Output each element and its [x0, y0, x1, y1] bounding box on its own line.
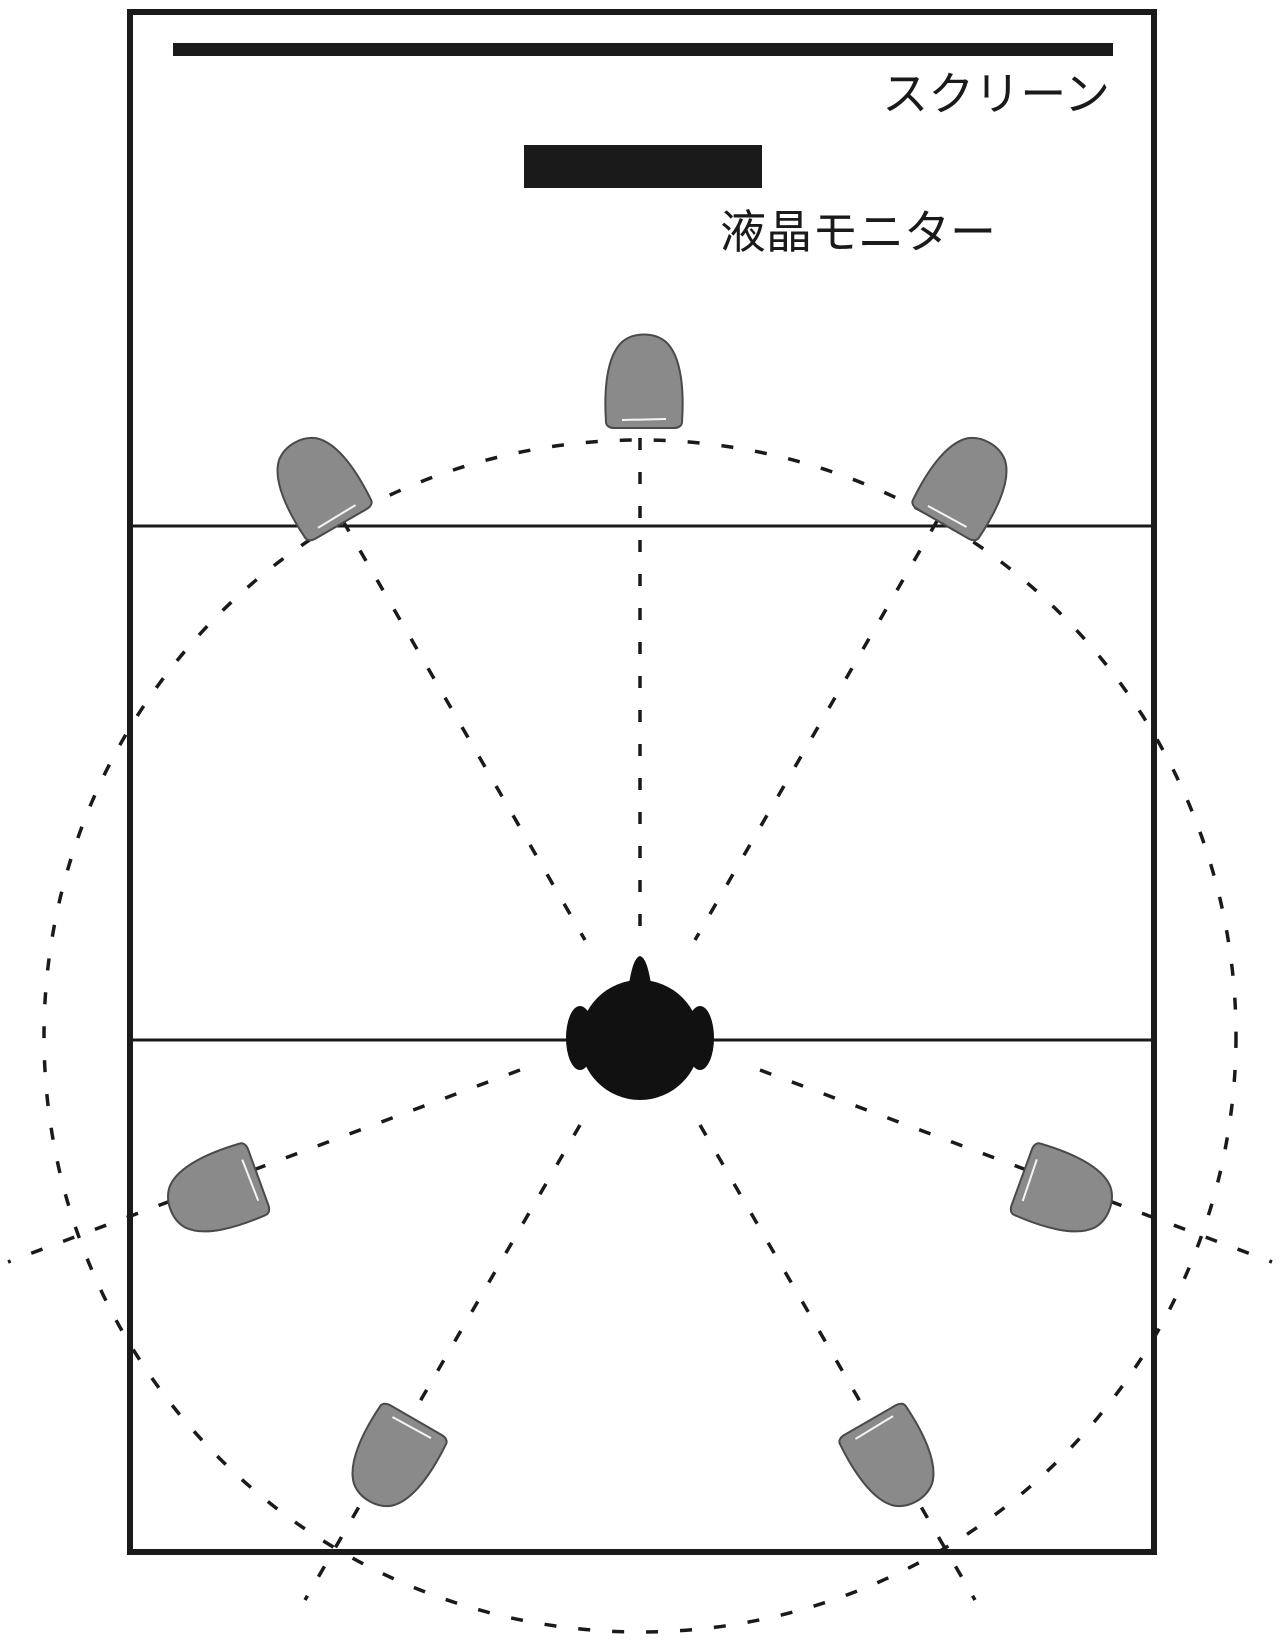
screen-label: スクリーン [882, 67, 1110, 121]
speaker-side-left [167, 1142, 271, 1233]
speaker-body [838, 1402, 935, 1508]
speaker-center-front [604, 333, 684, 429]
speaker-highlight [391, 1416, 432, 1439]
speaker-guide-lines [7, 438, 1273, 1601]
speaker-highlight [621, 418, 667, 421]
guide-line-rear-left [303, 1124, 582, 1601]
speaker-body [604, 333, 684, 429]
speaker-front-left [276, 436, 373, 542]
speaker-body [1009, 1142, 1113, 1233]
speaker-rear-right [838, 1402, 935, 1508]
listening-circle [42, 438, 1238, 1634]
guide-line-front-right [693, 520, 939, 941]
speaker-body [911, 436, 1008, 542]
speaker-highlight [317, 504, 357, 529]
guide-line-side-left [7, 1068, 521, 1264]
guide-line-rear-right [698, 1124, 977, 1601]
listener-head-circle [580, 980, 700, 1100]
lcd-monitor-label: 液晶モニター [720, 205, 996, 259]
speaker-highlight [1021, 1159, 1038, 1202]
lcd-monitor-bar [524, 145, 762, 188]
screen-bar [173, 43, 1113, 56]
speaker-highlight [854, 1415, 894, 1440]
speaker-highlight [241, 1159, 260, 1202]
listener-head [566, 956, 714, 1100]
speaker-front-right [911, 436, 1008, 542]
guide-line-side-right [759, 1068, 1273, 1264]
speaker-body [351, 1402, 448, 1508]
speaker-side-right [1009, 1142, 1113, 1233]
speaker-highlight [927, 505, 968, 528]
speaker-body [276, 436, 373, 542]
speaker-rear-left [351, 1402, 448, 1508]
room-frame [127, 9, 1157, 1555]
guide-line-front-left [341, 520, 587, 941]
